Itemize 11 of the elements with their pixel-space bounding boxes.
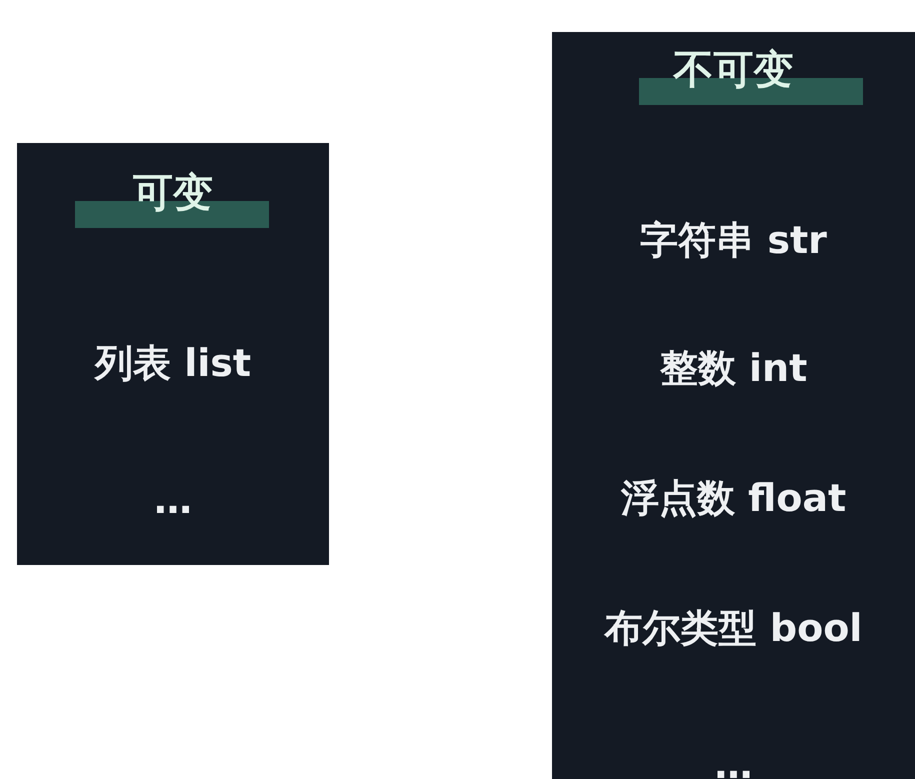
panel: [552, 32, 915, 779]
type-label: 浮点数 float: [620, 475, 846, 522]
type-label: …: [714, 742, 752, 779]
panel-heading: 可变: [133, 169, 213, 217]
type-label: 列表 list: [94, 340, 252, 387]
type-label: 布尔类型 bool: [604, 605, 862, 652]
type-label: 字符串 str: [640, 217, 827, 264]
panel: [17, 143, 329, 565]
type-label: …: [154, 477, 192, 524]
type-label: 整数 int: [660, 345, 808, 392]
panel-heading: 不可变: [674, 46, 794, 94]
